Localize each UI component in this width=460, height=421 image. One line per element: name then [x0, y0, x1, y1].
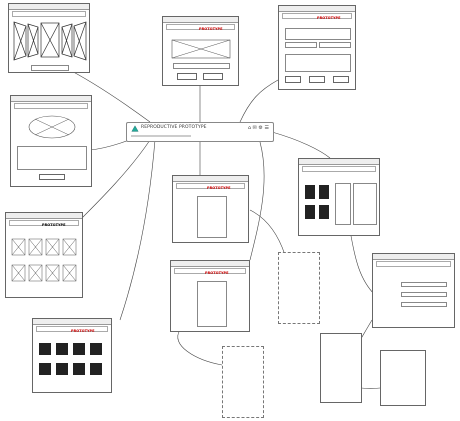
connector-hub-product	[271, 131, 331, 159]
coverflow-images	[13, 21, 87, 61]
wizard-panel[interactable]	[197, 281, 227, 327]
screen-product-detail[interactable]	[298, 158, 380, 236]
logo-icon	[131, 125, 139, 132]
connector-hub-grid	[79, 139, 151, 221]
dashed-popup-menu[interactable]	[278, 252, 320, 324]
window-titlebar	[299, 159, 379, 165]
action-button[interactable]	[39, 174, 65, 180]
screen-brand: PROTOTYPE	[199, 27, 223, 31]
connector-product-settings	[349, 229, 376, 296]
screen-settings-form[interactable]	[372, 253, 455, 328]
thumbnail-grid	[11, 238, 77, 282]
screen-brand: PROTOTYPE	[317, 16, 341, 20]
content-area	[17, 146, 87, 170]
details-panel	[335, 183, 351, 225]
menu-list[interactable]	[197, 196, 227, 238]
dashed-popup-wizard[interactable]	[222, 346, 264, 418]
oval-image-icon	[28, 115, 76, 139]
connector-hub-wizard	[249, 141, 265, 261]
screen-image-grid[interactable]: PROTOTYPE	[5, 212, 83, 298]
screen-brand: PROTOTYPE	[205, 271, 229, 275]
address-bar	[174, 268, 246, 274]
connector-hub-gallery	[119, 139, 156, 321]
input-field[interactable]	[401, 292, 447, 297]
screen-form-left[interactable]	[320, 333, 362, 403]
image-placeholder-icon	[171, 39, 231, 59]
screen-oval-detail[interactable]	[10, 95, 92, 187]
window-titlebar	[163, 17, 238, 23]
address-bar	[36, 326, 108, 332]
hub-title: REPRODUCTIVE PROTOTYPE	[141, 125, 207, 130]
cancel-button[interactable]	[333, 76, 349, 83]
hub-screen[interactable]: REPRODUCTIVE PROTOTYPE ⌂ ✉ ⚙ ☰	[126, 122, 274, 142]
input-field[interactable]	[285, 42, 317, 48]
product-images	[305, 185, 329, 219]
address-bar	[166, 24, 235, 30]
options-panel[interactable]	[353, 183, 377, 225]
window-titlebar	[173, 176, 248, 182]
input-field[interactable]	[173, 63, 230, 69]
screen-contact[interactable]: PROTOTYPE	[278, 5, 356, 90]
input-field[interactable]	[319, 42, 351, 48]
caption-box	[31, 65, 69, 71]
text-area[interactable]	[285, 54, 351, 72]
reset-button[interactable]	[309, 76, 325, 83]
screen-coverflow[interactable]	[8, 3, 90, 73]
address-bar	[282, 13, 352, 19]
input-field[interactable]	[401, 302, 447, 307]
screen-menu-list[interactable]: PROTOTYPE	[172, 175, 249, 243]
address-bar	[12, 11, 86, 17]
window-titlebar	[9, 4, 89, 10]
address-bar	[376, 261, 451, 267]
submit-button[interactable]	[285, 76, 301, 83]
cancel-button[interactable]	[203, 73, 223, 80]
address-bar	[302, 166, 376, 172]
screen-brand: PROTOTYPE	[71, 329, 95, 333]
connector-wizard-dash	[177, 329, 223, 366]
window-titlebar	[171, 261, 249, 267]
connector-menu-dash	[249, 209, 286, 256]
address-bar	[176, 183, 245, 189]
screen-form-right[interactable]	[380, 350, 426, 406]
input-field[interactable]	[401, 282, 447, 287]
screen-upload[interactable]: PROTOTYPE	[162, 16, 239, 86]
photo-thumbnails	[39, 343, 102, 375]
screen-brand: PROTOTYPE	[42, 223, 66, 227]
screen-wizard[interactable]: PROTOTYPE	[170, 260, 250, 332]
connector-hub-contact	[239, 79, 279, 123]
address-bar	[14, 103, 88, 109]
window-titlebar	[6, 213, 82, 219]
window-titlebar	[279, 6, 355, 12]
hub-nav	[131, 135, 191, 137]
address-bar	[9, 220, 79, 226]
text-area[interactable]	[285, 28, 351, 40]
screen-photo-gallery[interactable]: PROTOTYPE	[32, 318, 112, 393]
window-titlebar	[373, 254, 454, 260]
window-titlebar	[11, 96, 91, 102]
window-titlebar	[33, 319, 111, 325]
hub-toolbar-icons[interactable]: ⌂ ✉ ⚙ ☰	[247, 125, 269, 131]
submit-button[interactable]	[177, 73, 197, 80]
screen-brand: PROTOTYPE	[207, 186, 231, 190]
